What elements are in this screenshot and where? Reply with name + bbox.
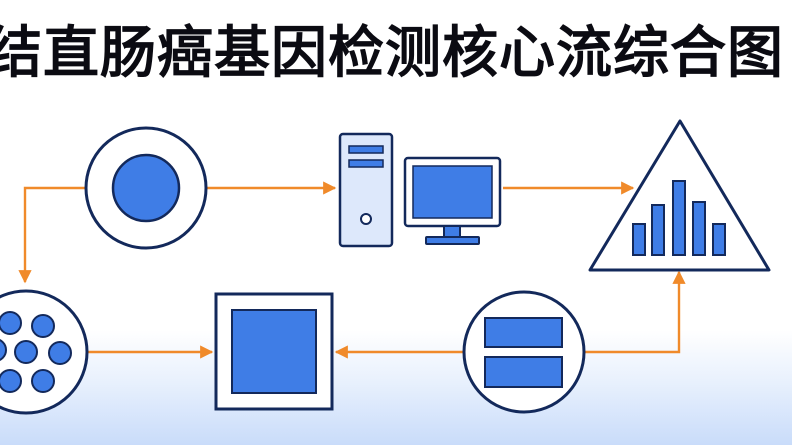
- edge-blocks-to-triangle: [584, 270, 686, 354]
- computer-workstation-node: [338, 132, 502, 248]
- block-bottom: [484, 356, 563, 388]
- computer-tower-icon: [338, 132, 394, 248]
- edge-sample-to-cells: [18, 186, 86, 284]
- bar-chart-icon: [632, 180, 726, 256]
- cells-icon: [0, 311, 72, 393]
- square-core: [231, 309, 317, 394]
- block-top: [484, 317, 563, 348]
- monitor-icon: [403, 156, 502, 245]
- analysis-triangle-node: [588, 119, 771, 272]
- cell-cluster-node: [0, 289, 89, 415]
- diagram-title: 结直肠癌基因检测核心流综合图: [0, 21, 784, 86]
- edges: [18, 181, 686, 359]
- stacked-blocks-node: [462, 290, 586, 414]
- sample-dot: [111, 153, 181, 223]
- central-square-node: [214, 292, 334, 411]
- sample-circle-node: [84, 126, 208, 250]
